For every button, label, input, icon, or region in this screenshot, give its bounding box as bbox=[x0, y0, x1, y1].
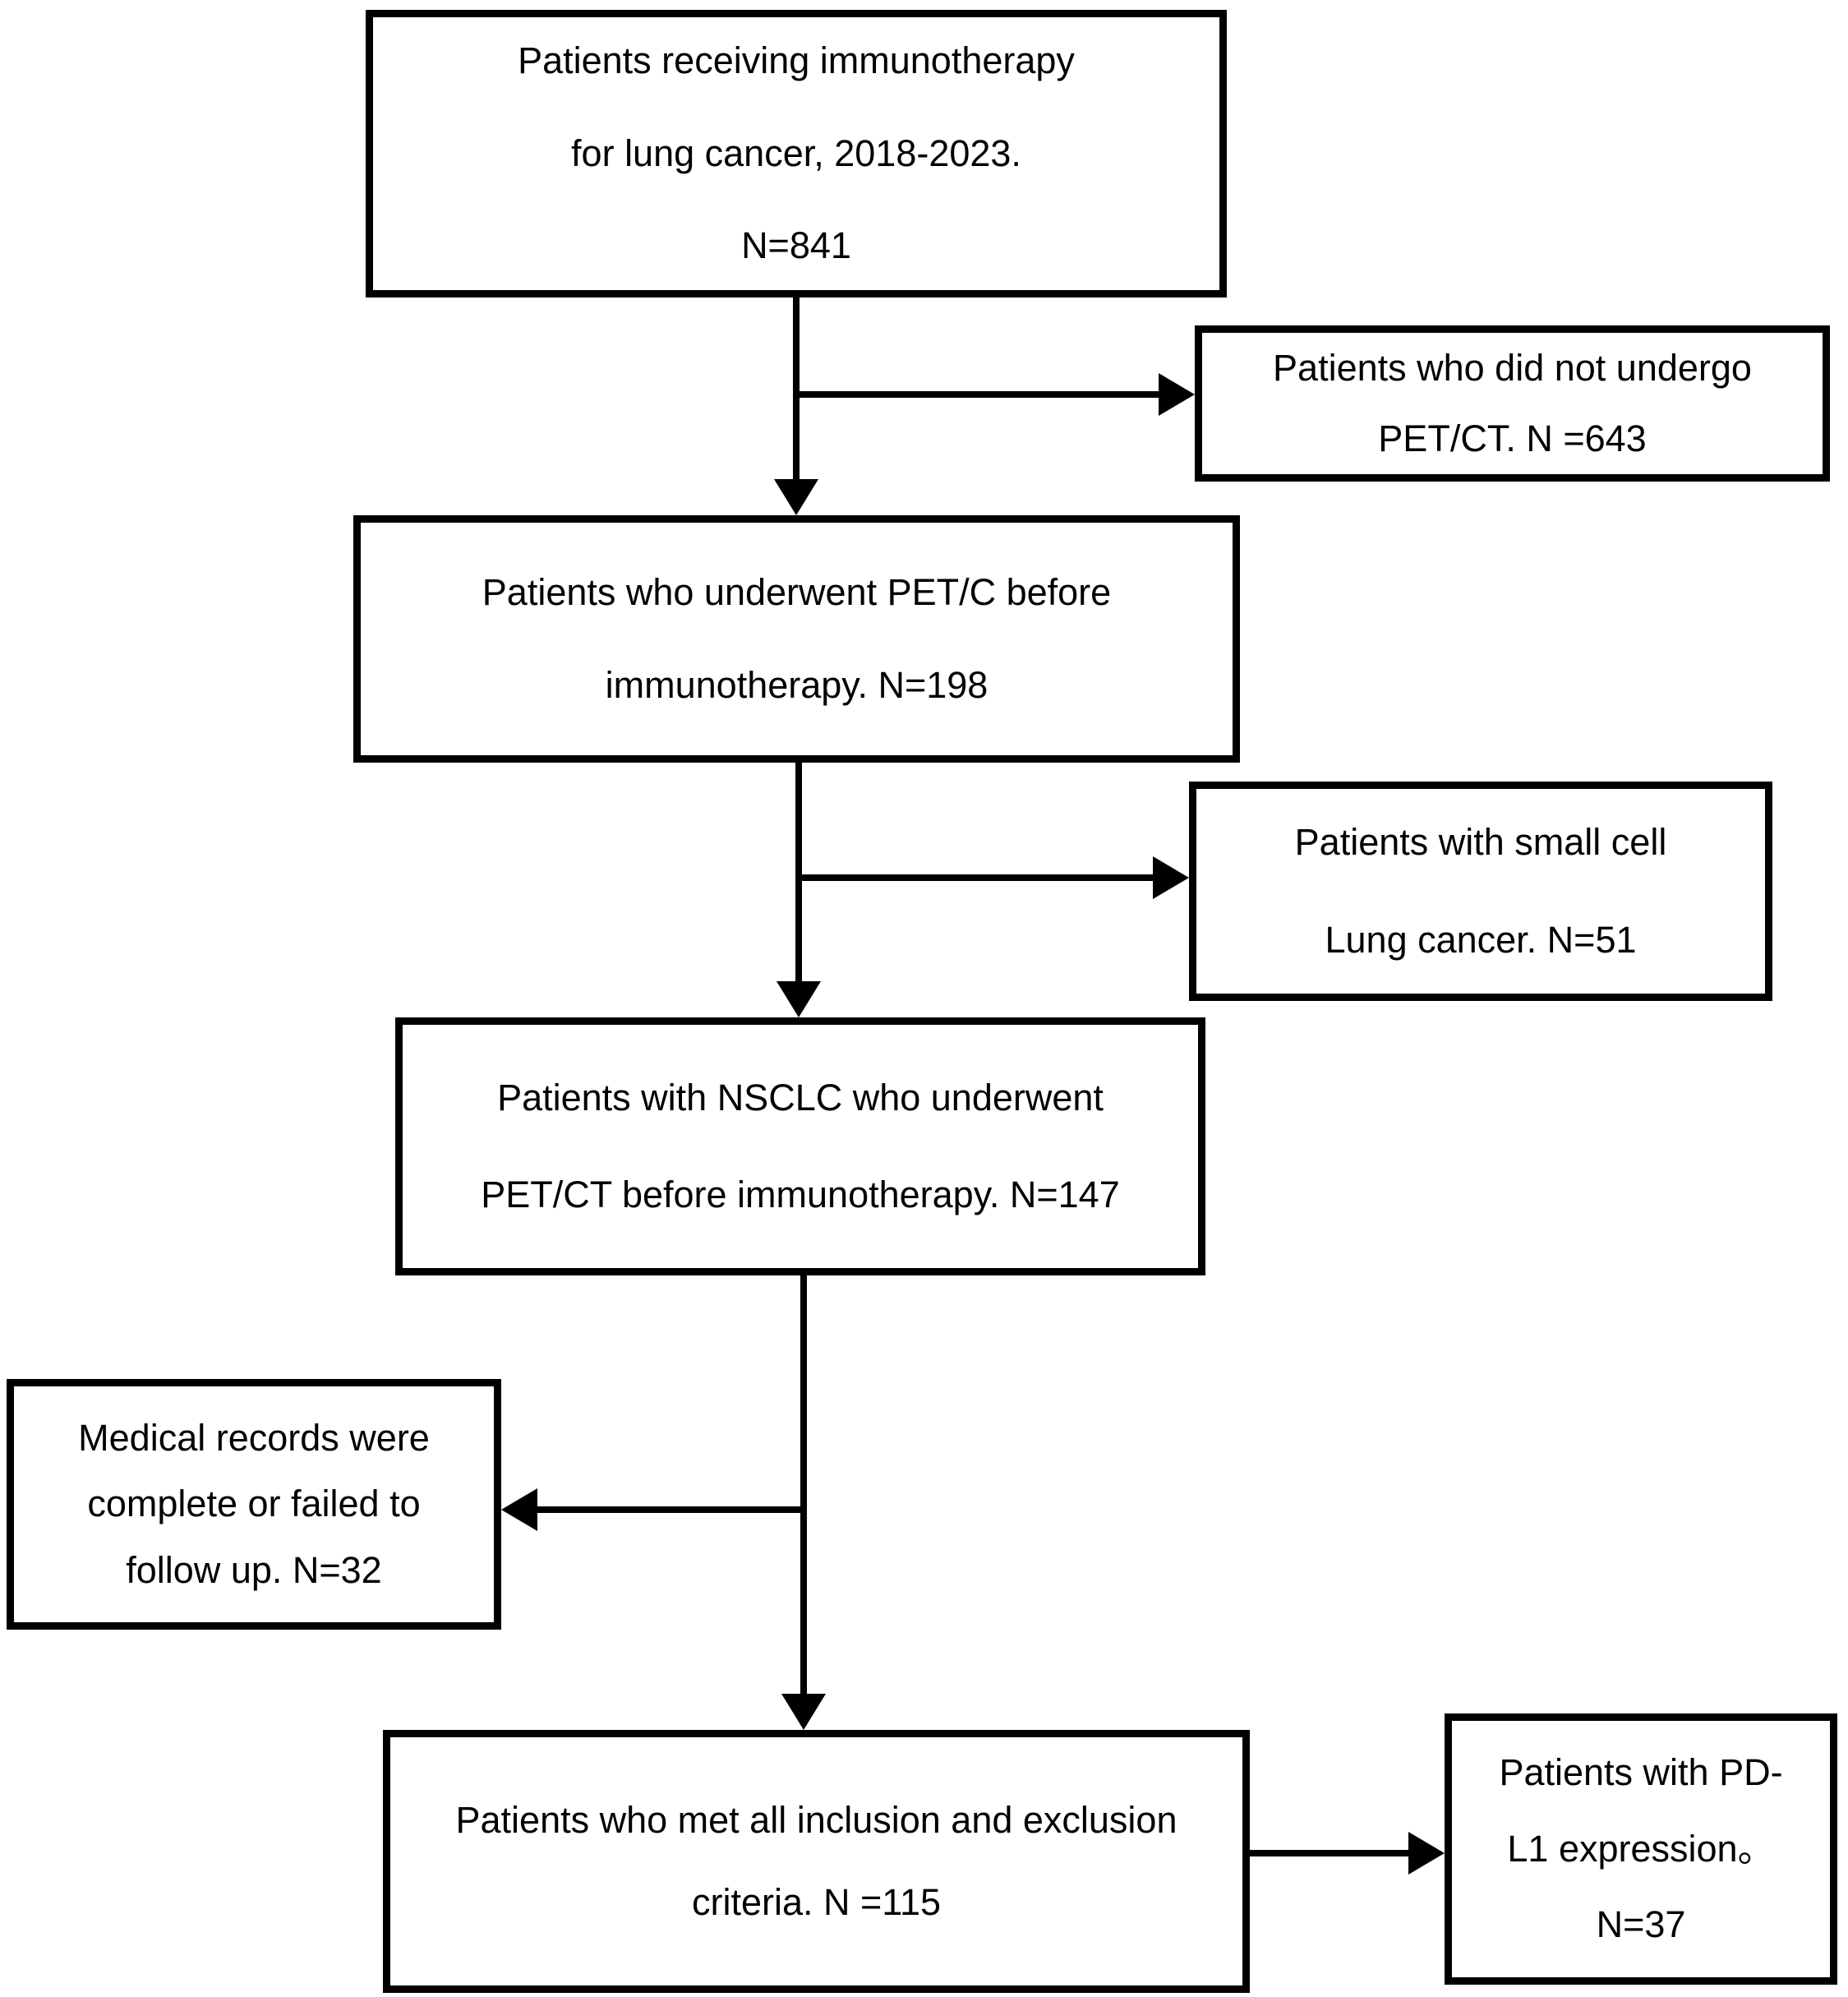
connector-line-vertical bbox=[795, 759, 802, 985]
arrowhead-down-icon bbox=[774, 479, 818, 515]
flow-box-petct-before-immunotherapy: Patients who underwent PET/C before immu… bbox=[353, 515, 1240, 763]
box-text-line: Medical records were bbox=[78, 1416, 430, 1459]
connector-line-horizontal bbox=[536, 1506, 804, 1513]
arrowhead-down-icon bbox=[777, 981, 821, 1017]
arrowhead-right-icon bbox=[1408, 1832, 1445, 1875]
box-text-line: Lung cancer. N=51 bbox=[1325, 918, 1637, 961]
box-text-line: Patients with small cell bbox=[1294, 821, 1667, 863]
flow-box-nsclc-petct: Patients with NSCLC who underwent PET/CT… bbox=[395, 1017, 1205, 1275]
connector-line-horizontal bbox=[1250, 1850, 1412, 1856]
arrowhead-down-icon bbox=[781, 1694, 826, 1730]
box-text-line: PET/CT. N =643 bbox=[1378, 417, 1647, 459]
box-text-line: Patients with PD- bbox=[1499, 1751, 1783, 1794]
connector-line-horizontal bbox=[799, 874, 1157, 881]
box-text-line: immunotherapy. N=198 bbox=[605, 663, 989, 706]
box-text-line: Patients receiving immunotherapy bbox=[518, 39, 1075, 82]
box-text-line: L1 expression。 bbox=[1507, 1827, 1775, 1870]
box-text-line: Patients who did not undergo bbox=[1273, 346, 1752, 389]
box-text-line: N=841 bbox=[741, 224, 851, 267]
flow-box-excluded-no-petct: Patients who did not undergo PET/CT. N =… bbox=[1195, 325, 1830, 482]
box-text-line: Patients with NSCLC who underwent bbox=[497, 1076, 1104, 1118]
flow-box-excluded-records: Medical records were complete or failed … bbox=[7, 1379, 501, 1630]
box-text-line: Patients who met all inclusion and exclu… bbox=[455, 1798, 1177, 1841]
box-text-line: follow up. N=32 bbox=[126, 1548, 382, 1591]
box-text-line: for lung cancer, 2018-2023. bbox=[571, 131, 1021, 174]
box-text-line: criteria. N =115 bbox=[691, 1881, 942, 1923]
box-text-line: PET/CT before immunotherapy. N=147 bbox=[481, 1174, 1120, 1215]
box-text-line: Patients who underwent PET/C before bbox=[482, 571, 1112, 613]
arrowhead-right-icon bbox=[1153, 856, 1189, 899]
box-text-line: complete or failed to bbox=[87, 1483, 421, 1525]
flow-box-initial-cohort: Patients receiving immunotherapy for lun… bbox=[366, 10, 1227, 297]
connector-line-vertical bbox=[800, 1272, 807, 1698]
flow-box-final-cohort: Patients who met all inclusion and exclu… bbox=[383, 1730, 1250, 1993]
arrowhead-left-icon bbox=[501, 1488, 537, 1531]
connector-line-vertical bbox=[793, 294, 800, 483]
box-text-line: N=37 bbox=[1596, 1903, 1686, 1946]
connector-line-horizontal bbox=[796, 391, 1163, 398]
flow-box-pdl1-subset: Patients with PD- L1 expression。 N=37 bbox=[1445, 1713, 1837, 1985]
flow-box-excluded-small-cell: Patients with small cell Lung cancer. N=… bbox=[1189, 782, 1772, 1001]
arrowhead-right-icon bbox=[1159, 373, 1195, 416]
